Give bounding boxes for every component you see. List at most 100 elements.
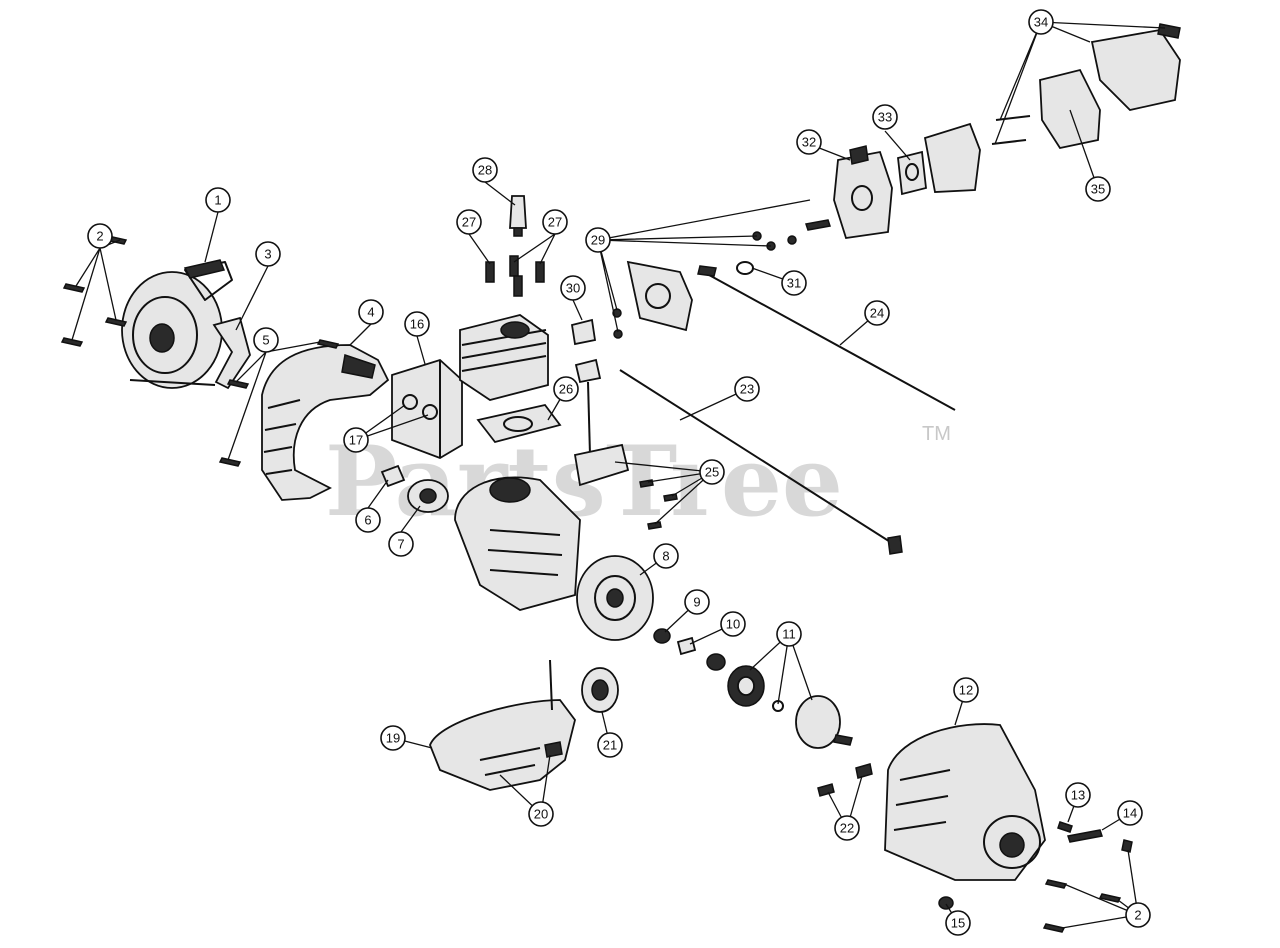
callout-3: 3 <box>255 241 281 267</box>
callout-label: 2 <box>96 229 103 244</box>
callout-label: 7 <box>397 537 404 552</box>
part-carb-gasket <box>897 150 927 196</box>
callout-label: 12 <box>959 683 973 698</box>
callout-label: 5 <box>262 333 269 348</box>
callout-label: 19 <box>386 731 400 746</box>
callout-label: 33 <box>878 110 892 125</box>
part-air-filter-housing <box>923 23 1181 193</box>
callout-label: 4 <box>367 305 374 320</box>
callout-29: 29 <box>585 227 611 253</box>
callout-35: 35 <box>1085 176 1111 202</box>
part-housing-hardware <box>938 821 1103 910</box>
callout-label: 17 <box>349 433 363 448</box>
part-nut <box>407 479 449 513</box>
callout-19: 19 <box>380 725 406 751</box>
callout-label: 9 <box>693 595 700 610</box>
callout-2: 2 <box>87 223 113 249</box>
callout-1: 1 <box>205 187 231 213</box>
callout-label: 20 <box>534 807 548 822</box>
callout-15: 15 <box>945 910 971 936</box>
callout-label: 31 <box>787 276 801 291</box>
part-crankcase <box>454 476 581 611</box>
part-muffler <box>391 358 463 459</box>
part-washers <box>653 628 726 671</box>
part-intake-gasket <box>570 318 597 346</box>
part-carburetor <box>805 145 893 239</box>
callout-24: 24 <box>864 300 890 326</box>
callout-26: 26 <box>553 376 579 402</box>
callout-label: 14 <box>1123 806 1137 821</box>
part-screws-5 <box>218 339 340 467</box>
callout-32: 32 <box>796 129 822 155</box>
callout-23: 23 <box>734 376 760 402</box>
part-springs <box>817 763 873 797</box>
callout-28: 28 <box>472 157 498 183</box>
callout-label: 35 <box>1091 182 1105 197</box>
part-spark-plug <box>509 195 527 237</box>
callout-label: 8 <box>662 549 669 564</box>
part-o-ring <box>736 261 754 275</box>
callout-6: 6 <box>355 507 381 533</box>
callout-label: 29 <box>591 233 605 248</box>
callout-label: 32 <box>802 135 816 150</box>
callout-label: 28 <box>478 163 492 178</box>
callout-14: 14 <box>1117 800 1143 826</box>
callout-label: 10 <box>726 617 740 632</box>
callout-34: 34 <box>1028 9 1054 35</box>
callout-7: 7 <box>388 531 414 557</box>
callout-label: 27 <box>462 215 476 230</box>
part-clutch <box>727 665 853 749</box>
callout-label: 13 <box>1071 788 1085 803</box>
callouts: 1 2 2 3 4 5 6 7 8 9 10 11 12 13 14 15 16… <box>87 9 1151 936</box>
part-starter-housing <box>121 259 233 389</box>
part-cables <box>619 265 956 555</box>
callout-label: 2 <box>1134 908 1141 923</box>
callout-label: 25 <box>705 465 719 480</box>
callout-22: 22 <box>834 815 860 841</box>
callout-label: 27 <box>548 215 562 230</box>
part-cylinder <box>459 314 549 401</box>
part-screws-right <box>1042 839 1133 933</box>
callout-label: 16 <box>410 317 424 332</box>
callout-5: 5 <box>253 327 279 353</box>
callout-10: 10 <box>720 611 746 637</box>
callout-12: 12 <box>953 677 979 703</box>
callout-25: 25 <box>699 459 725 485</box>
callout-16: 16 <box>404 311 430 337</box>
callout-30: 30 <box>560 275 586 301</box>
part-clutch-housing <box>884 723 1046 881</box>
callout-label: 30 <box>566 281 580 296</box>
callout-21: 21 <box>597 732 623 758</box>
part-air-filter <box>1039 68 1101 150</box>
part-intake-bracket <box>612 231 797 339</box>
part-bracket <box>212 316 251 390</box>
part-gasket <box>476 403 562 444</box>
callout-9: 9 <box>684 589 710 615</box>
callout-label: 11 <box>782 627 796 642</box>
callout-33: 33 <box>872 104 898 130</box>
callout-27: 27 <box>456 209 482 235</box>
callout-17: 17 <box>343 427 369 453</box>
part-fuel-tank <box>429 659 576 791</box>
callout-label: 1 <box>214 193 221 208</box>
callout-label: 15 <box>951 916 965 931</box>
callout-label: 22 <box>840 821 854 836</box>
callout-2: 2 <box>1125 902 1151 928</box>
callout-13: 13 <box>1065 782 1091 808</box>
part-screws-left <box>60 235 128 347</box>
callout-31: 31 <box>781 270 807 296</box>
callout-label: 34 <box>1034 15 1048 30</box>
part-shroud <box>261 344 390 501</box>
callout-label: 6 <box>364 513 371 528</box>
callout-label: 26 <box>559 382 573 397</box>
callout-4: 4 <box>358 299 384 325</box>
part-fuel-filter <box>581 667 619 713</box>
watermark-trademark: TM <box>922 423 951 445</box>
part-flywheel <box>576 555 654 641</box>
callout-label: 3 <box>264 247 271 262</box>
callout-11: 11 <box>776 621 802 647</box>
callout-8: 8 <box>653 543 679 569</box>
callout-label: 23 <box>740 382 754 397</box>
callout-label: 24 <box>870 306 884 321</box>
